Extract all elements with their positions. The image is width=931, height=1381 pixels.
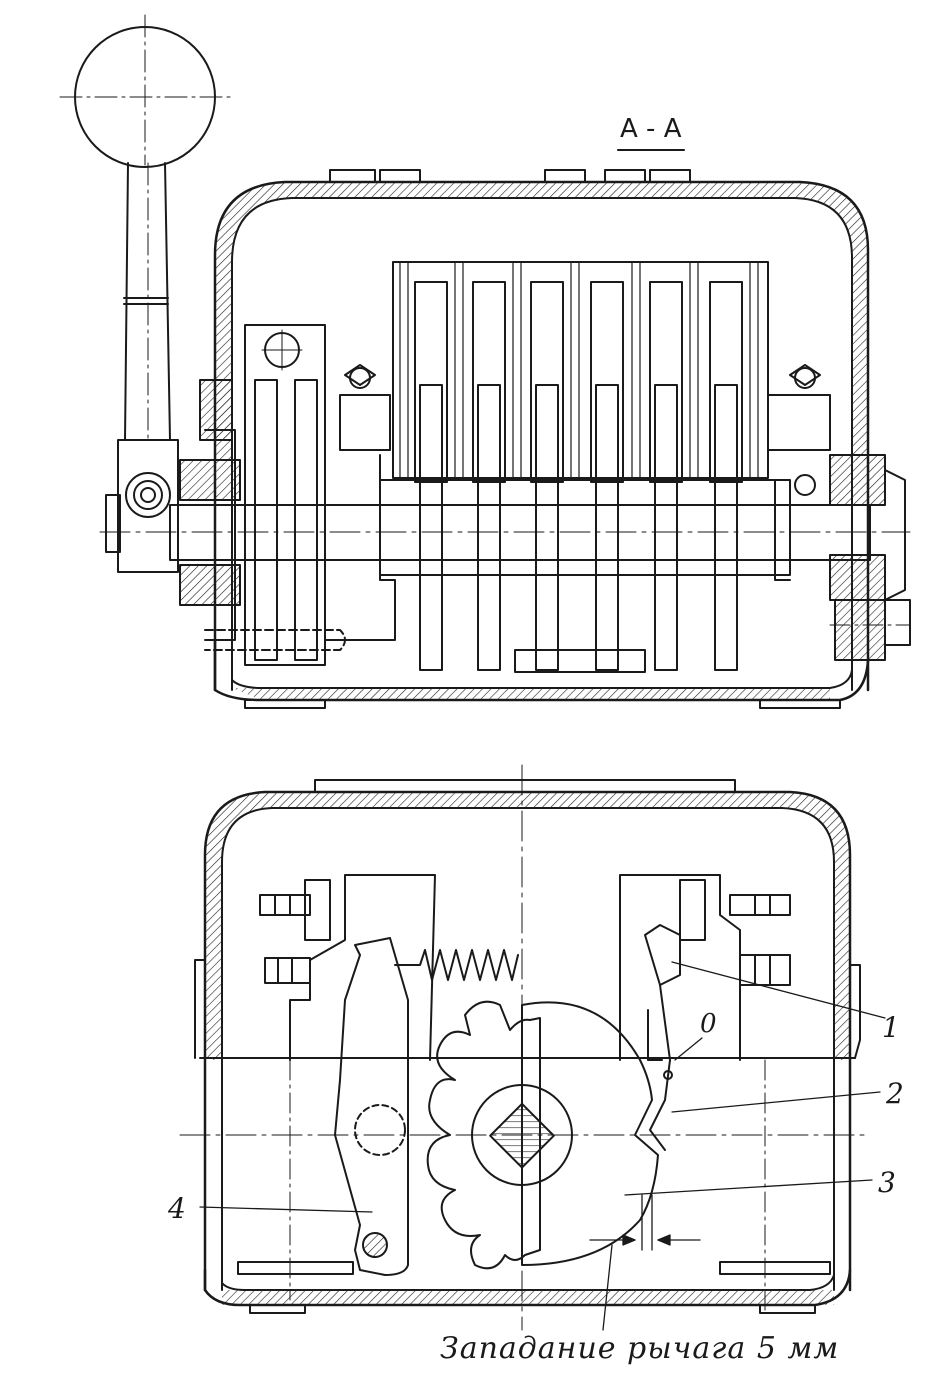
handle-knob (59, 14, 233, 168)
contact-segment (709, 281, 743, 671)
contact-stack (392, 261, 769, 673)
callout-3: 3 (878, 1166, 896, 1199)
callout-4: 4 (167, 1192, 186, 1225)
right-bearing (829, 454, 911, 661)
handle-lever (105, 162, 179, 573)
leader-lines (199, 961, 886, 1331)
contact-segment (472, 281, 506, 671)
contact-segment (649, 281, 683, 671)
contact-segment (530, 281, 564, 671)
section-label: A - A (620, 114, 682, 144)
latch-lever (334, 937, 409, 1276)
top-section-view: A - A (59, 14, 911, 709)
cam-disc (471, 1001, 659, 1266)
callout-1: 1 (882, 1011, 900, 1044)
top-housing (213, 169, 870, 709)
contact-segment (590, 281, 624, 671)
callout-2: 2 (885, 1077, 904, 1110)
bottom-housing (194, 779, 861, 1314)
return-spring (394, 949, 519, 981)
caption-text: Западание рычага 5 мм (440, 1331, 839, 1366)
left-bearing (179, 379, 241, 641)
right-bracket (767, 364, 831, 581)
callout-0: 0 (700, 1009, 717, 1039)
callout-labels: 1 2 3 4 0 (167, 1009, 904, 1225)
left-contact-block (259, 874, 436, 1061)
contact-segment (414, 281, 448, 671)
bottom-front-view (179, 764, 886, 1331)
contact-block-bracket (324, 364, 396, 641)
right-contact-block (619, 874, 791, 1151)
